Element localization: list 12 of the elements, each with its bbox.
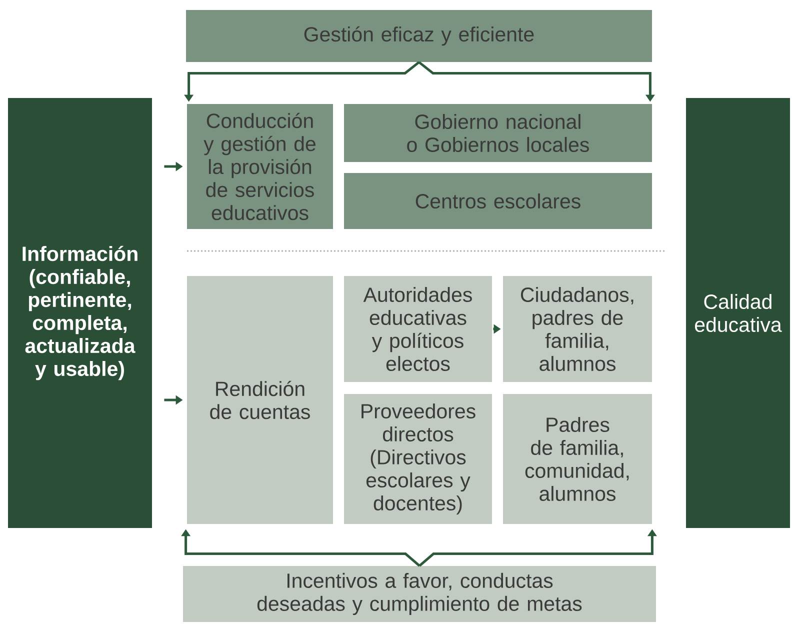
process-box: Gobierno nacional o Gobiernos locales <box>344 104 652 162</box>
heading-box: Gestión eficaz y eficiente <box>186 10 652 62</box>
process-box: Padres de familia, comunidad, alumnos <box>503 394 652 524</box>
process-box: Proveedores directos (Directivos escolares y docentes) <box>344 394 492 524</box>
side-panel: Información (confiable, pertinente, completa, actualizada y usable) <box>8 98 152 528</box>
process-box: Conducción y gestión de la provisión de servicios educativos <box>187 104 333 229</box>
process-box: Centros escolares <box>344 173 652 229</box>
side-panel: Calidad educativa <box>686 98 790 528</box>
process-box: Rendición de cuentas <box>187 276 333 524</box>
process-box: Autoridades educativas y políticos electos <box>344 276 492 382</box>
footer-box: Incentivos a favor, conductas deseadas y cumplimiento de metas <box>183 566 656 622</box>
process-box: Ciudadanos, padres de familia, alumnos <box>503 276 652 382</box>
